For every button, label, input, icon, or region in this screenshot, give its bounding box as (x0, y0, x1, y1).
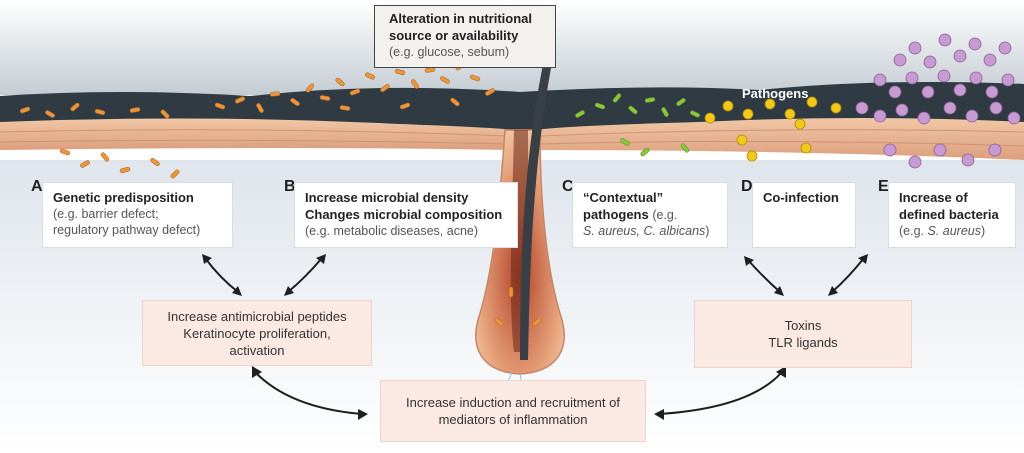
panel-d-box: Co-infection (752, 182, 856, 248)
arrow-heads (202, 254, 868, 420)
nutrition-label-box: Alteration in nutritional source or avai… (374, 5, 556, 68)
panel-c-heading-1: “Contextual” (583, 190, 664, 205)
nutrition-example: (e.g. glucose, sebum) (389, 45, 510, 59)
nutrition-line-2: source or availability (389, 28, 519, 43)
host-response-line-3: activation (229, 342, 285, 358)
panel-a-sub-2: regulatory pathway defect) (53, 223, 201, 237)
panel-a-box: Genetic predisposition (e.g. barrier def… (42, 182, 233, 248)
panel-e-box: Increase of defined bacteria (e.g. S. au… (888, 182, 1016, 248)
panel-b-box: Increase microbial density Changes micro… (294, 182, 518, 248)
pathogen-cluster (704, 96, 842, 162)
panel-c-box: “Contextual” pathogens (e.g. S. aureus, … (572, 182, 728, 248)
panel-e-heading-2: defined bacteria (899, 207, 999, 222)
panel-a-heading: Genetic predisposition (53, 190, 194, 205)
inflammation-line-1: Increase induction and recruitment of (406, 395, 620, 410)
epidermis-right (536, 118, 1024, 160)
panel-c-heading-2-eg: (e.g. (652, 208, 678, 222)
green-bacteria-cluster (575, 93, 701, 157)
panel-e-sub-prefix: (e.g. (899, 224, 928, 238)
panel-b-heading-2: Changes microbial composition (305, 207, 503, 222)
hair-shaft (520, 40, 556, 360)
cocci-cluster (855, 33, 1021, 169)
panel-b-sub: (e.g. metabolic diseases, acne) (305, 224, 479, 238)
panel-e-sub-end: ) (981, 224, 986, 238)
panel-c-heading-2-main: pathogens (583, 207, 653, 222)
toxins-line-2: TLR ligands (768, 335, 838, 350)
toxins-line-1: Toxins (784, 318, 822, 333)
arrow-toxins-to-inflammation (659, 371, 783, 415)
panel-c-sub-species: S. aureus, C. albicans (583, 224, 706, 238)
host-response-line-2: Keratinocyte proliferation, (183, 325, 331, 341)
panel-d-heading: Co-infection (763, 190, 839, 205)
skin-texture (0, 129, 1024, 147)
microbial-layer (0, 82, 1024, 130)
panel-c-heading-2: pathogens (e.g. (583, 206, 717, 223)
inflammation-line-2: mediators of inflammation (438, 412, 588, 427)
toxins-box: Toxins TLR ligands (694, 300, 912, 368)
panel-e-heading-1: Increase of (899, 190, 968, 205)
host-response-line-1: Increase antimicrobial peptides (167, 308, 347, 324)
host-response-box: Increase antimicrobial peptides Keratino… (142, 300, 372, 366)
panel-e-letter: E (878, 178, 889, 195)
panel-c-sub: S. aureus, C. albicans) (583, 223, 717, 239)
panel-c-sub-end: ) (705, 224, 710, 238)
arrow-peptides-to-inflammation (254, 371, 363, 415)
nutrition-line-1: Alteration in nutritional (389, 11, 532, 26)
panel-e-sub: (e.g. S. aureus) (899, 223, 1005, 239)
panel-b-heading-1: Increase microbial density (305, 190, 469, 205)
inflammation-box: Increase induction and recruitment of me… (380, 380, 646, 442)
panel-a-letter: A (31, 178, 43, 195)
panel-b-letter: B (284, 178, 296, 195)
panel-d-letter: D (741, 178, 753, 195)
pathogens-label: Pathogens (742, 86, 809, 101)
panel-e-sub-species: S. aureus (927, 224, 982, 238)
panel-a-sub-1: (e.g. barrier defect; (53, 207, 159, 221)
panel-c-letter: C (562, 178, 574, 195)
